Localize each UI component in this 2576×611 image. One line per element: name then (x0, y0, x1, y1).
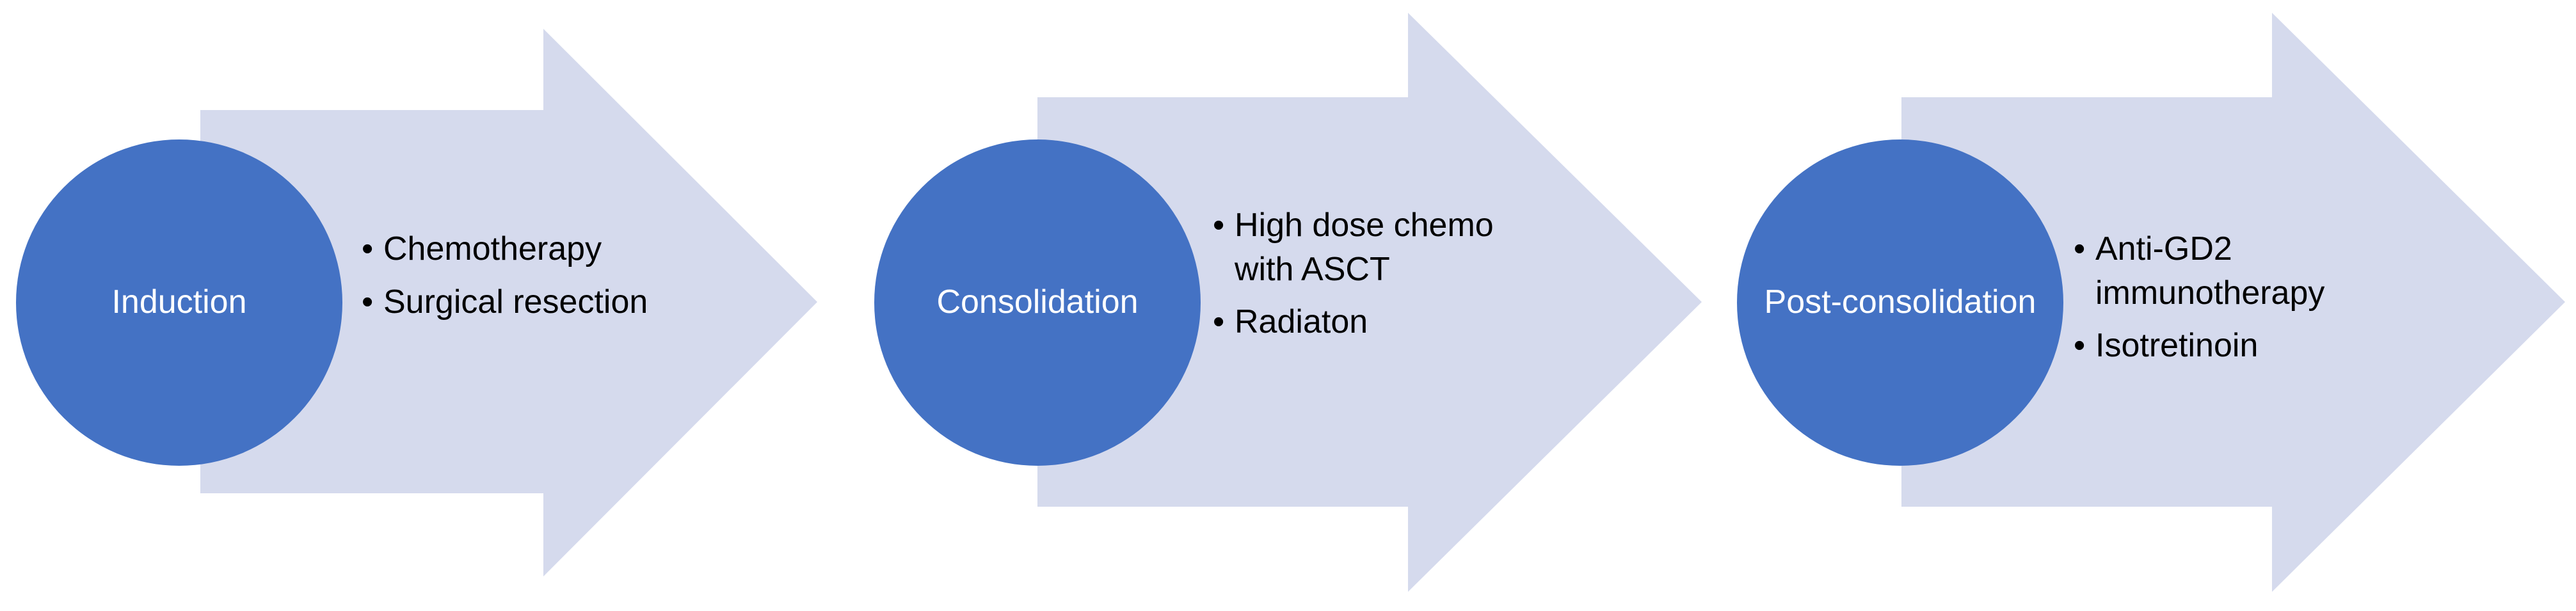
bullet-list-post-consolidation: Anti-GD2 immunotherapy Isotretinoin (2074, 227, 2406, 377)
phase-circle-post-consolidation: Post-consolidation (1737, 139, 2063, 466)
phase-circle-induction: Induction (16, 139, 342, 466)
bullet-item: Chemotherapy (362, 227, 682, 271)
bullet-item: Isotretinoin (2074, 324, 2406, 368)
bullet-item: Anti-GD2 immunotherapy (2074, 227, 2406, 315)
bullet-item: Surgical resection (362, 280, 682, 324)
phase-title: Post-consolidation (1764, 283, 2036, 321)
bullet-list-consolidation: High dose chemo with ASCT Radiaton (1213, 203, 1494, 353)
phase-title: Consolidation (936, 283, 1139, 321)
bullet-item: Radiaton (1213, 300, 1494, 344)
bullet-list-induction: Chemotherapy Surgical resection (362, 227, 682, 333)
phase-circle-consolidation: Consolidation (874, 139, 1201, 466)
phase-title: Induction (111, 283, 247, 321)
bullet-item: High dose chemo with ASCT (1213, 203, 1494, 291)
